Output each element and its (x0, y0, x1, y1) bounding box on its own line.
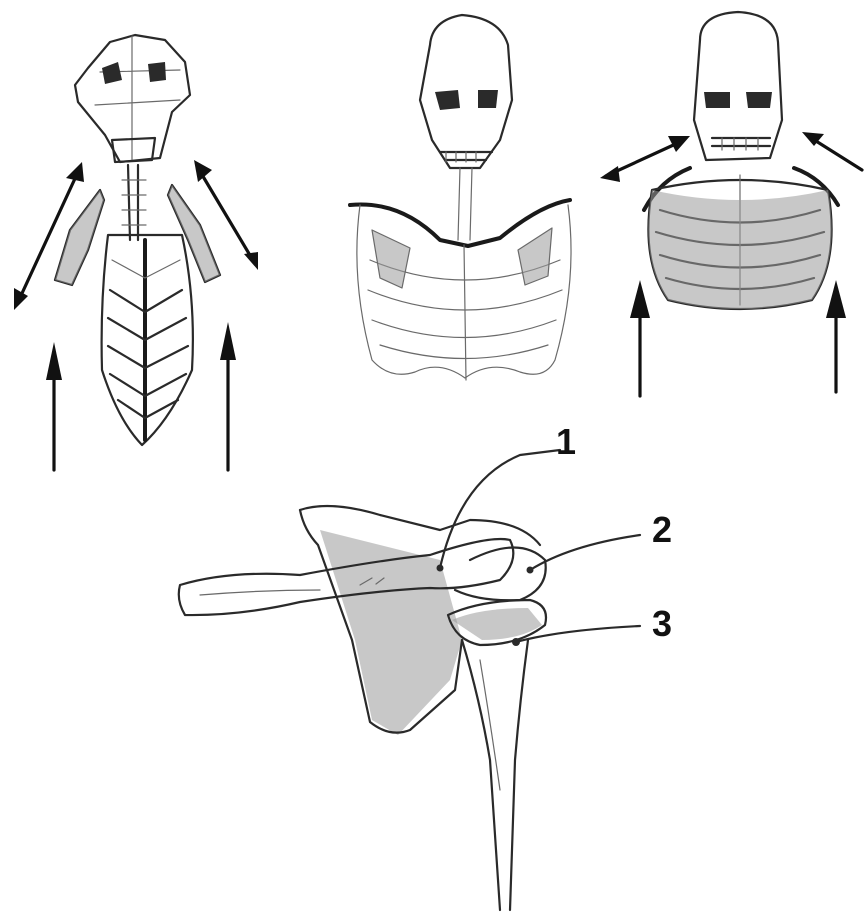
callout-label-3: 3 (652, 606, 672, 642)
animal-skeleton-sketch (14, 35, 258, 470)
human-torso-front-sketch (350, 15, 571, 380)
human-torso-shrugged-sketch (600, 12, 862, 396)
shoulder-joint-sketch (179, 450, 640, 910)
callout-label-1: 1 (556, 424, 576, 460)
callout-label-2: 2 (652, 512, 672, 548)
